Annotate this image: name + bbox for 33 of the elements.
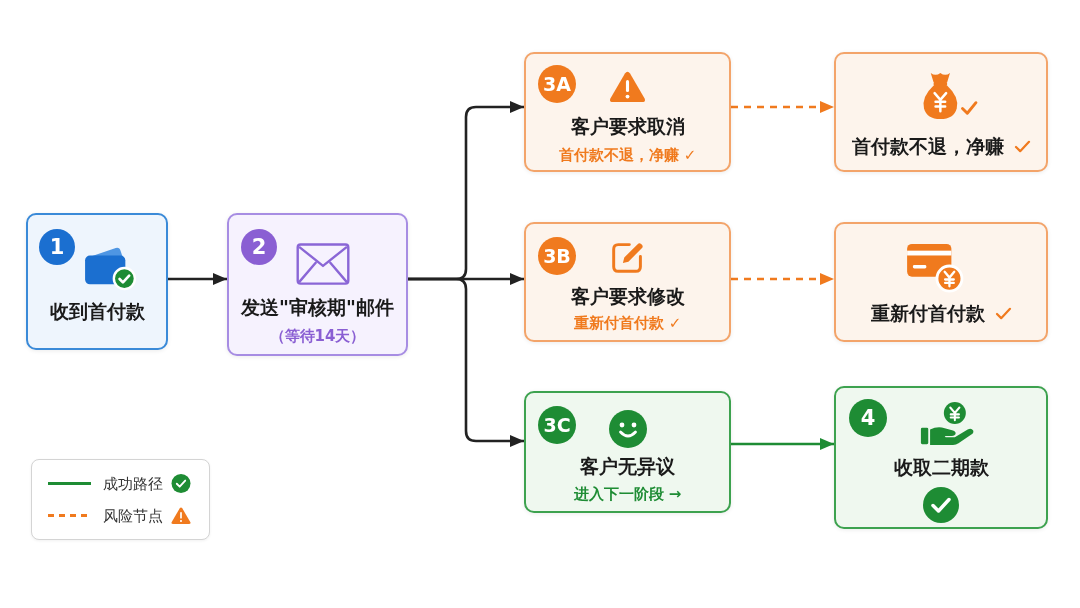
step-number: 3A [538, 65, 576, 103]
step-title: 首付款不退，净赚 [851, 134, 1004, 158]
process-box [26, 213, 168, 350]
process-box [524, 222, 731, 342]
process-box [524, 52, 731, 172]
step-note: 首付款不退，净赚 ✓ [558, 145, 697, 166]
process-box [834, 52, 1048, 172]
step-title: 客户要求修改 [570, 284, 685, 308]
arrow [731, 438, 834, 450]
step-note: 重新付首付款 ✓ [573, 313, 682, 334]
dashed-arrow [731, 101, 834, 113]
step-title: 收到首付款 [49, 299, 145, 323]
step-number: 2 [241, 229, 277, 265]
process-box [834, 222, 1048, 342]
step-note: （等待14天） [269, 326, 366, 347]
process-box [834, 386, 1048, 529]
step-title: 收取二期款 [893, 455, 989, 479]
step-number: 1 [39, 229, 75, 265]
step-title: 发送"审核期"邮件 [241, 295, 394, 319]
step-note: 进入下一阶段 → [573, 484, 682, 505]
step-number: 4 [849, 399, 887, 437]
arrow [168, 273, 227, 285]
legend-label: 风险节点 [103, 505, 163, 526]
dashed-arrow [731, 273, 834, 285]
step-title: 客户要求取消 [570, 114, 685, 138]
step-number: 3B [538, 237, 576, 275]
step-title: 客户无异议 [580, 454, 675, 478]
step-title: 重新付首付款 [870, 301, 985, 325]
process-box [524, 391, 731, 513]
legend-label: 成功路径 [103, 473, 163, 494]
arrow [408, 277, 524, 447]
process-box [227, 213, 408, 356]
step-number: 3C [538, 406, 576, 444]
